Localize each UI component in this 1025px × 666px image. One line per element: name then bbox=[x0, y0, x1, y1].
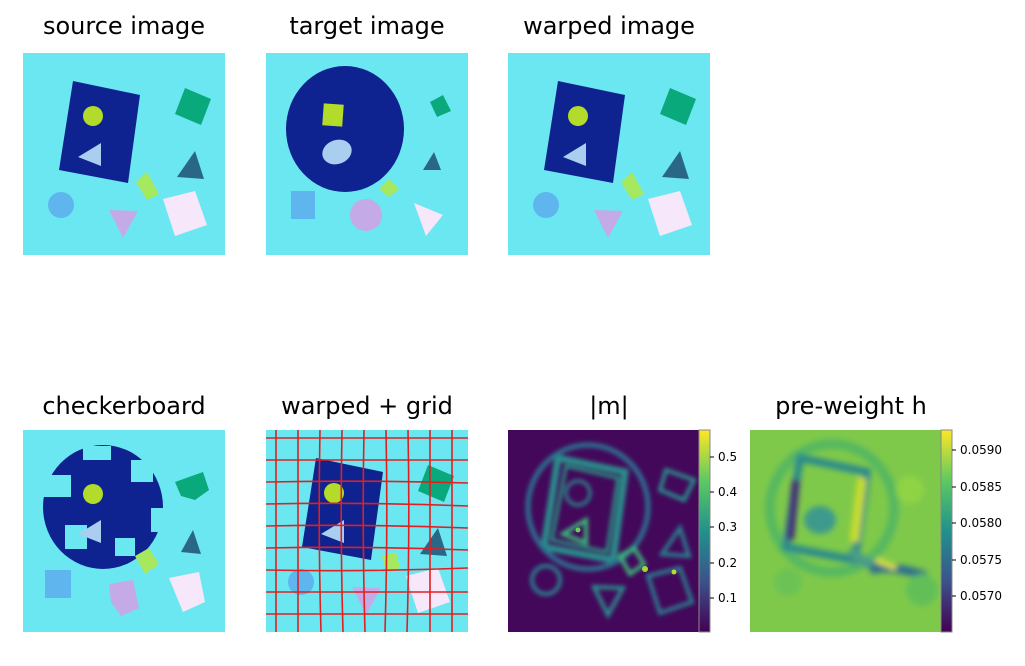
m-tick-0-3: 0.3 bbox=[718, 520, 737, 534]
target-image-panel bbox=[266, 53, 468, 255]
h-tick-0-0590: 0.0590 bbox=[960, 443, 1002, 457]
title-target-image: target image bbox=[289, 12, 445, 40]
warped-image-panel bbox=[508, 53, 710, 255]
h-tick-0-0575: 0.0575 bbox=[960, 553, 1002, 567]
pre-weight-h-colorbar: 0.0590 0.0585 0.0580 0.0575 0.0570 bbox=[940, 429, 1021, 633]
warped-grid-panel bbox=[266, 430, 468, 632]
title-checkerboard: checkerboard bbox=[42, 392, 206, 420]
h-tick-0-0580: 0.0580 bbox=[960, 516, 1002, 530]
checkerboard-panel bbox=[23, 430, 225, 632]
pre-weight-h-heatmap bbox=[750, 430, 952, 632]
title-pre-weight-h: pre-weight h bbox=[775, 392, 927, 420]
m-tick-0-5: 0.5 bbox=[718, 450, 737, 464]
h-tick-0-0570: 0.0570 bbox=[960, 589, 1002, 603]
title-m-magnitude: |m| bbox=[589, 392, 629, 420]
title-warped-grid: warped + grid bbox=[281, 392, 453, 420]
title-source-image: source image bbox=[42, 12, 206, 40]
title-warped-image: warped image bbox=[523, 12, 695, 40]
m-magnitude-colorbar: 0.5 0.4 0.3 0.2 0.1 bbox=[698, 429, 759, 633]
m-tick-0-2: 0.2 bbox=[718, 556, 737, 570]
h-tick-0-0585: 0.0585 bbox=[960, 480, 1002, 494]
m-tick-0-1: 0.1 bbox=[718, 591, 737, 605]
m-tick-0-4: 0.4 bbox=[718, 485, 737, 499]
m-magnitude-heatmap bbox=[508, 430, 710, 632]
source-image-panel bbox=[23, 53, 225, 255]
